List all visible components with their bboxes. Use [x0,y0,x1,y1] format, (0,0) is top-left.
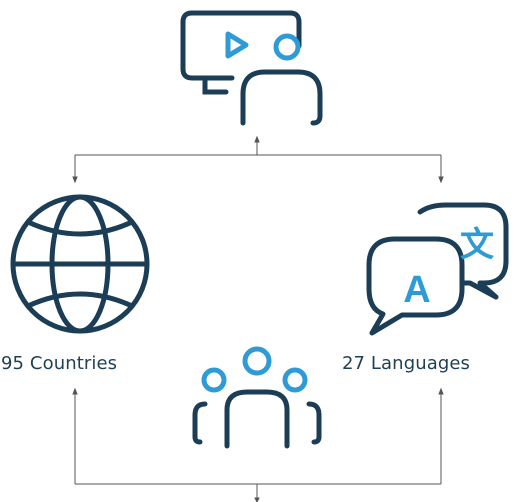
arrowhead-top [254,135,260,143]
connector-bottom [72,387,444,502]
video-presenter-icon [180,10,323,126]
arrowhead-right [438,176,444,184]
glyph-a: A [403,269,430,311]
countries-label: 95 Countries [1,353,118,374]
connector-top [72,135,444,184]
head-right [282,367,308,393]
play-icon [225,31,249,59]
languages-label: 27 Languages [342,353,471,374]
globe-icon [10,194,150,334]
arrowhead-up-left [72,387,78,395]
arrowhead-left [72,176,78,184]
translate-bubbles-icon: A 文 [366,202,509,336]
head-left [201,367,227,393]
group-users-icon [192,346,322,449]
glyph-wen: 文 [460,225,494,265]
head-center [242,346,272,376]
arrowhead-up-right [438,387,444,395]
presenter-head [273,33,301,61]
arrowhead-down [254,497,260,502]
